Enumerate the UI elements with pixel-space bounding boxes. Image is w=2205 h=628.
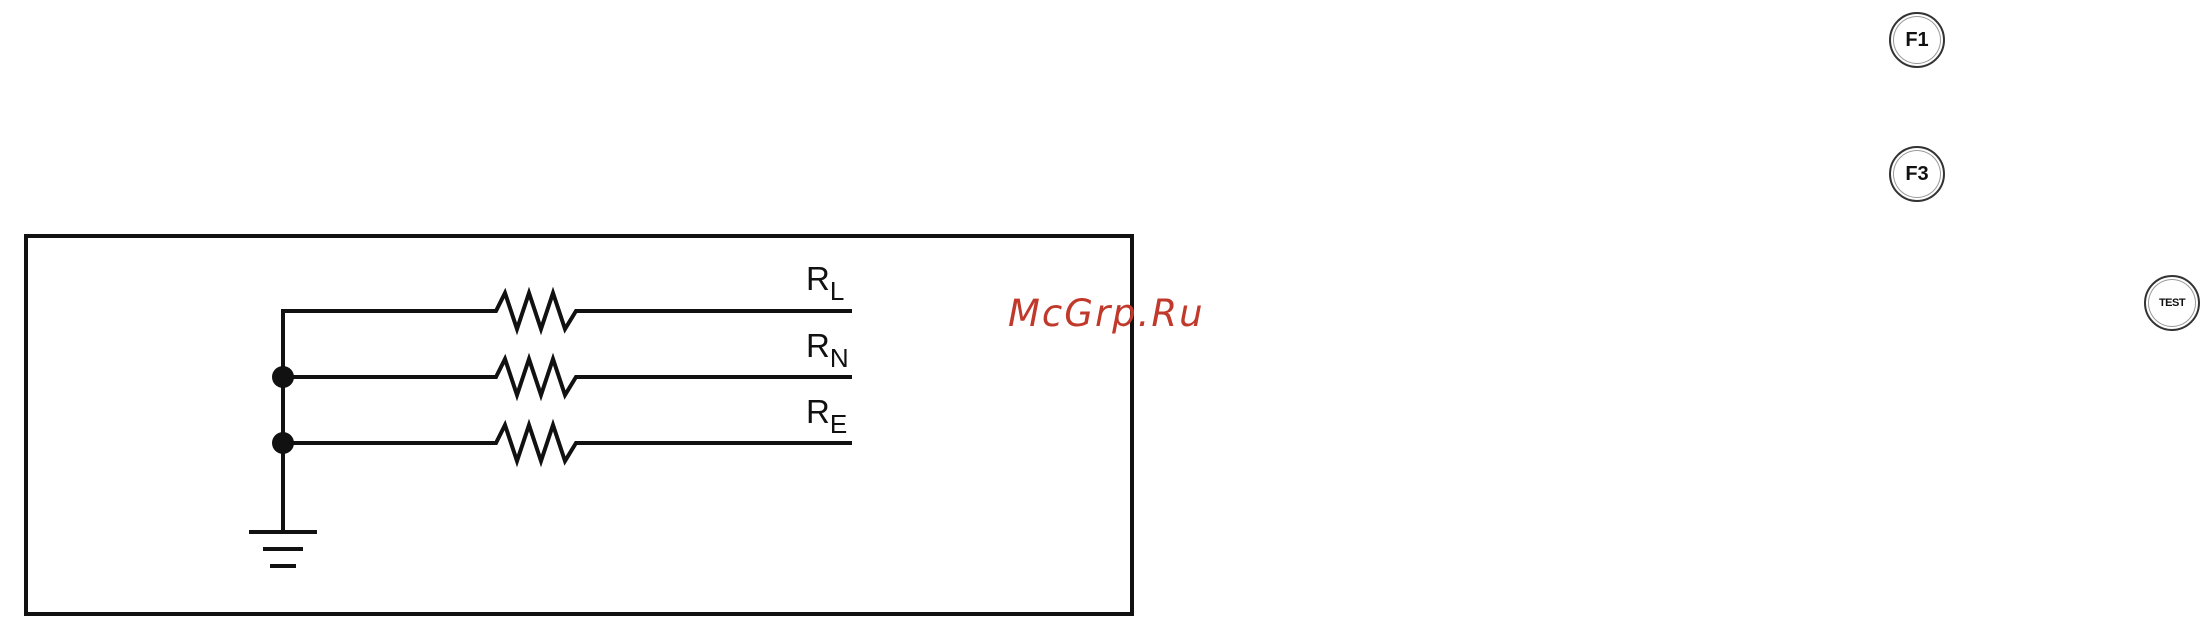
- f3-button-label: F3: [1905, 163, 1928, 186]
- watermark-text: McGrp.Ru: [1008, 292, 1205, 335]
- f1-button[interactable]: F1: [1889, 12, 1945, 68]
- branch-e-wire: [283, 425, 852, 461]
- resistor-label-n: RN: [806, 327, 849, 373]
- resistor-label-e: RE: [806, 393, 847, 439]
- junction-dot-e: [272, 432, 294, 454]
- ground-symbol: [249, 532, 317, 566]
- branch-l-wire: [283, 293, 852, 329]
- branch-n-wire: [283, 359, 852, 395]
- junction-dot-n: [272, 366, 294, 388]
- f1-button-label: F1: [1905, 29, 1928, 52]
- resistor-label-l: RL: [806, 260, 844, 306]
- f3-button[interactable]: F3: [1889, 146, 1945, 202]
- test-button[interactable]: TEST: [2144, 275, 2200, 331]
- test-button-label: TEST: [2159, 297, 2185, 309]
